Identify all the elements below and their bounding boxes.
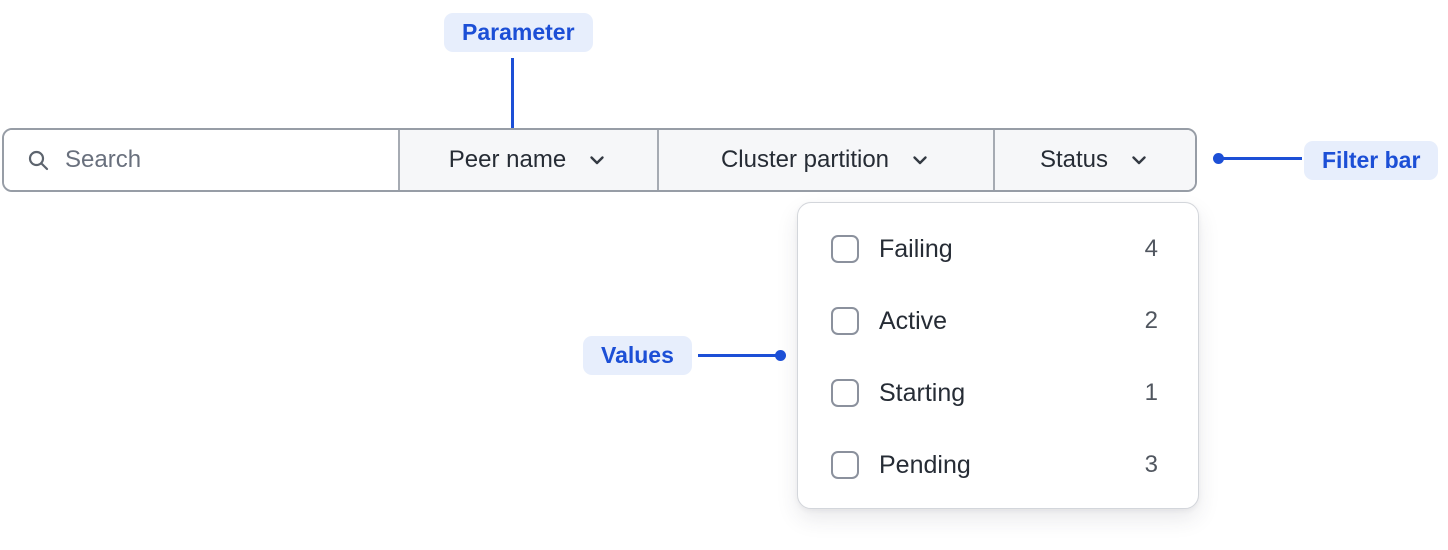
- status-filter-dropdown[interactable]: Status: [993, 130, 1195, 190]
- option-label: Failing: [879, 234, 953, 263]
- option-count: 2: [1144, 307, 1158, 334]
- status-option-failing[interactable]: Failing 4: [798, 213, 1198, 285]
- status-filter-label: Status: [1039, 146, 1109, 173]
- peer-name-filter-label: Peer name: [448, 146, 567, 173]
- filter-bar-annotation-badge: Filter bar: [1304, 141, 1439, 180]
- peer-name-filter-dropdown[interactable]: Peer name: [398, 130, 657, 190]
- search-icon: [28, 150, 49, 171]
- status-values-panel: Failing 4 Active 2 Starting 1 Pending 3: [797, 202, 1199, 509]
- starting-checkbox[interactable]: [831, 379, 859, 407]
- search-section[interactable]: [4, 130, 398, 190]
- chevron-down-icon: [1132, 156, 1146, 165]
- chevron-down-icon: [913, 156, 927, 165]
- values-connector-line: [698, 354, 781, 357]
- values-connector-dot: [775, 350, 786, 361]
- cluster-partition-filter-label: Cluster partition: [720, 146, 890, 173]
- status-option-starting[interactable]: Starting 1: [798, 357, 1198, 429]
- filter-bar: Peer name Cluster partition Status: [2, 128, 1197, 192]
- chevron-down-icon: [590, 156, 604, 165]
- option-count: 1: [1144, 379, 1158, 406]
- cluster-partition-filter-dropdown[interactable]: Cluster partition: [657, 130, 993, 190]
- values-annotation-badge: Values: [583, 336, 692, 375]
- parameter-connector-line: [511, 58, 514, 144]
- option-label: Starting: [879, 378, 966, 407]
- failing-checkbox[interactable]: [831, 235, 859, 263]
- option-count: 4: [1144, 235, 1158, 262]
- status-option-pending[interactable]: Pending 3: [798, 429, 1198, 501]
- option-label: Active: [879, 306, 948, 335]
- option-count: 3: [1144, 451, 1158, 478]
- option-label: Pending: [879, 450, 971, 479]
- status-option-active[interactable]: Active 2: [798, 285, 1198, 357]
- active-checkbox[interactable]: [831, 307, 859, 335]
- pending-checkbox[interactable]: [831, 451, 859, 479]
- filter-bar-connector-line: [1218, 157, 1302, 160]
- parameter-annotation-badge: Parameter: [444, 13, 593, 52]
- search-input[interactable]: [65, 130, 398, 190]
